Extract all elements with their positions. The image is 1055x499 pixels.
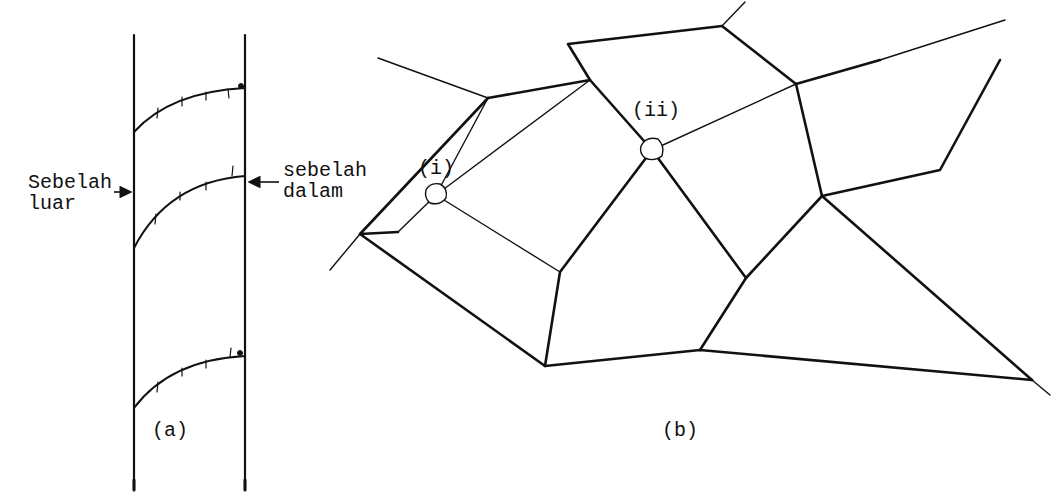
part-label: (ii) xyxy=(632,100,680,121)
side-label: sebelah dalam xyxy=(283,160,373,202)
cell-strip xyxy=(134,35,245,490)
inner-arrow xyxy=(249,181,279,183)
cell-network xyxy=(330,2,1050,395)
part-label: (i) xyxy=(418,158,454,179)
outer-arrow xyxy=(114,191,131,193)
side-label: Sebelah luar xyxy=(28,172,118,214)
figure-label: (a) xyxy=(152,420,188,441)
figure-label: (b) xyxy=(662,420,698,441)
